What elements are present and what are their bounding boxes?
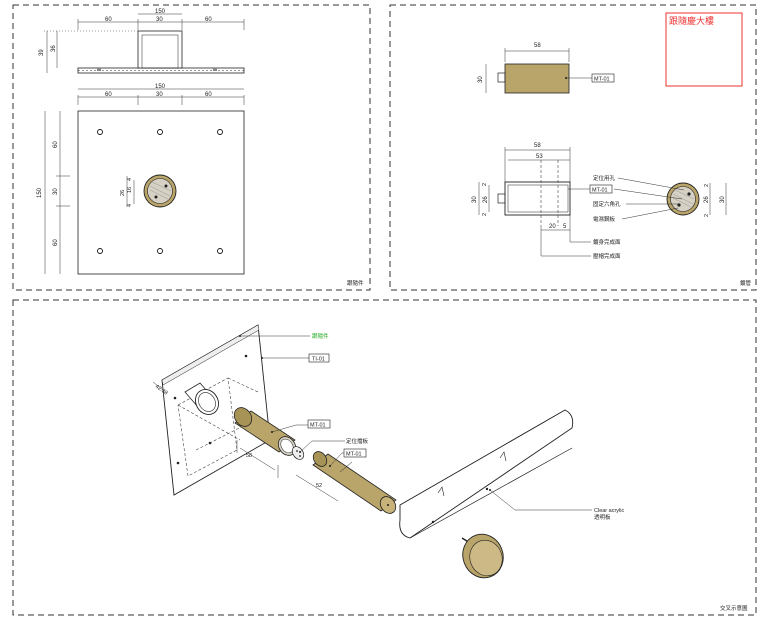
plan-dim-hole-a: 26 xyxy=(120,190,126,196)
section-dim-h-outer: 30 xyxy=(472,196,478,203)
caption-bottom: 交叉示意圖 xyxy=(720,604,748,612)
revision-stamp-box xyxy=(665,12,743,87)
plan-dim-side-mid: 30 xyxy=(53,188,59,195)
elev-dim-total: 150 xyxy=(155,9,166,15)
plan-dim-hole-d: 4 xyxy=(127,204,133,207)
section-dim-h-a: 2 xyxy=(482,183,488,186)
tube-dim-height: 30 xyxy=(478,76,484,83)
end-dim-a: 2 xyxy=(704,184,710,187)
tube-tag: MT-01 xyxy=(594,77,610,83)
plan-dim-total: 150 xyxy=(155,84,166,90)
callout-locating-hole: 定位用孔 xyxy=(593,174,616,182)
section-dim-length: 58 xyxy=(534,143,541,149)
bolt-holes xyxy=(97,129,223,254)
end-dim-inner: 26 xyxy=(704,196,710,203)
elev-dim-height-inner: 36 xyxy=(51,45,57,52)
section-dim-seg-b: 5 xyxy=(563,224,567,230)
section-dim-seg-a: 20 xyxy=(549,224,556,230)
plan-dim-side-bot: 60 xyxy=(53,239,59,246)
section-dim-inner: 53 xyxy=(536,154,543,160)
section-dim-h-b: 2 xyxy=(482,213,488,216)
panel-top-right xyxy=(389,4,757,291)
plan-dim-center: 30 xyxy=(156,92,163,98)
elev-dim-right: 60 xyxy=(205,17,212,23)
end-dim-b: 2 xyxy=(704,214,710,217)
iso-dim-a: 58 xyxy=(246,453,252,459)
iso-acrylic-zh: 透明板 xyxy=(594,513,611,521)
callout-tag: MT-01 xyxy=(592,188,608,194)
plan-dim-side-top: 60 xyxy=(53,141,59,148)
elev-dim-left: 60 xyxy=(105,17,112,23)
plan-dim-side-total: 150 xyxy=(37,187,43,198)
caption-top-right: 鍍管 xyxy=(740,279,752,287)
elev-dim-height-outer: 39 xyxy=(39,49,45,56)
iso-tag-mt-a: MT-01 xyxy=(310,423,326,429)
tube-section: 58 53 30 26 2 2 20 5 鍍身完成面 壓帽完成面 xyxy=(472,143,621,260)
plan-dim-left: 60 xyxy=(105,92,112,98)
flange-elevation: 150 60 30 60 39 36 xyxy=(39,9,245,74)
plan-dim-hole-b: 4 xyxy=(127,178,133,181)
iso-dim-b: 52 xyxy=(316,483,322,489)
callout-steel-plate: 電濕鋼板 xyxy=(593,215,616,223)
iso-acrylic-en: Clear acrylic xyxy=(594,508,625,514)
note-cap-finish: 壓帽完成面 xyxy=(593,252,621,260)
note-body-finish: 鍍身完成面 xyxy=(593,238,621,246)
panel-top-left xyxy=(12,4,371,291)
iso-tag-locator: 定位擋板 xyxy=(346,437,369,445)
section-dim-h-inner: 26 xyxy=(483,196,489,203)
flange-plan: 150 60 30 60 150 60 30 60 26 4 16 4 xyxy=(37,84,245,275)
caption-top-left: 跟隨件 xyxy=(347,279,364,287)
section-callouts: 定位用孔 MT-01 固定六角孔 電濕鋼板 xyxy=(568,174,685,223)
iso-tag-ti: TI-01 xyxy=(312,357,325,363)
plan-dim-hole-c: 16 xyxy=(127,187,133,193)
callout-hex-hole: 固定六角孔 xyxy=(593,200,621,208)
iso-tag-follower: 跟隨件 xyxy=(312,332,329,340)
tube-end-view: 26 30 2 2 xyxy=(666,182,727,217)
plan-dim-right: 60 xyxy=(205,92,212,98)
iso-tag-mt-b: MT-01 xyxy=(346,452,362,458)
panel-bottom xyxy=(12,299,757,616)
isometric-assembly: 58 52 42.38 跟隨件 TI-01 MT-01 定位擋板 MT-01 C… xyxy=(152,324,625,579)
tube-dim-length: 58 xyxy=(534,43,541,49)
end-dim-outer: 30 xyxy=(720,196,726,203)
tube-elevation: 58 30 MT-01 xyxy=(478,43,615,94)
revision-stamp-text: 跟隨慶大樓 xyxy=(669,15,714,26)
elev-dim-center: 30 xyxy=(156,17,163,23)
